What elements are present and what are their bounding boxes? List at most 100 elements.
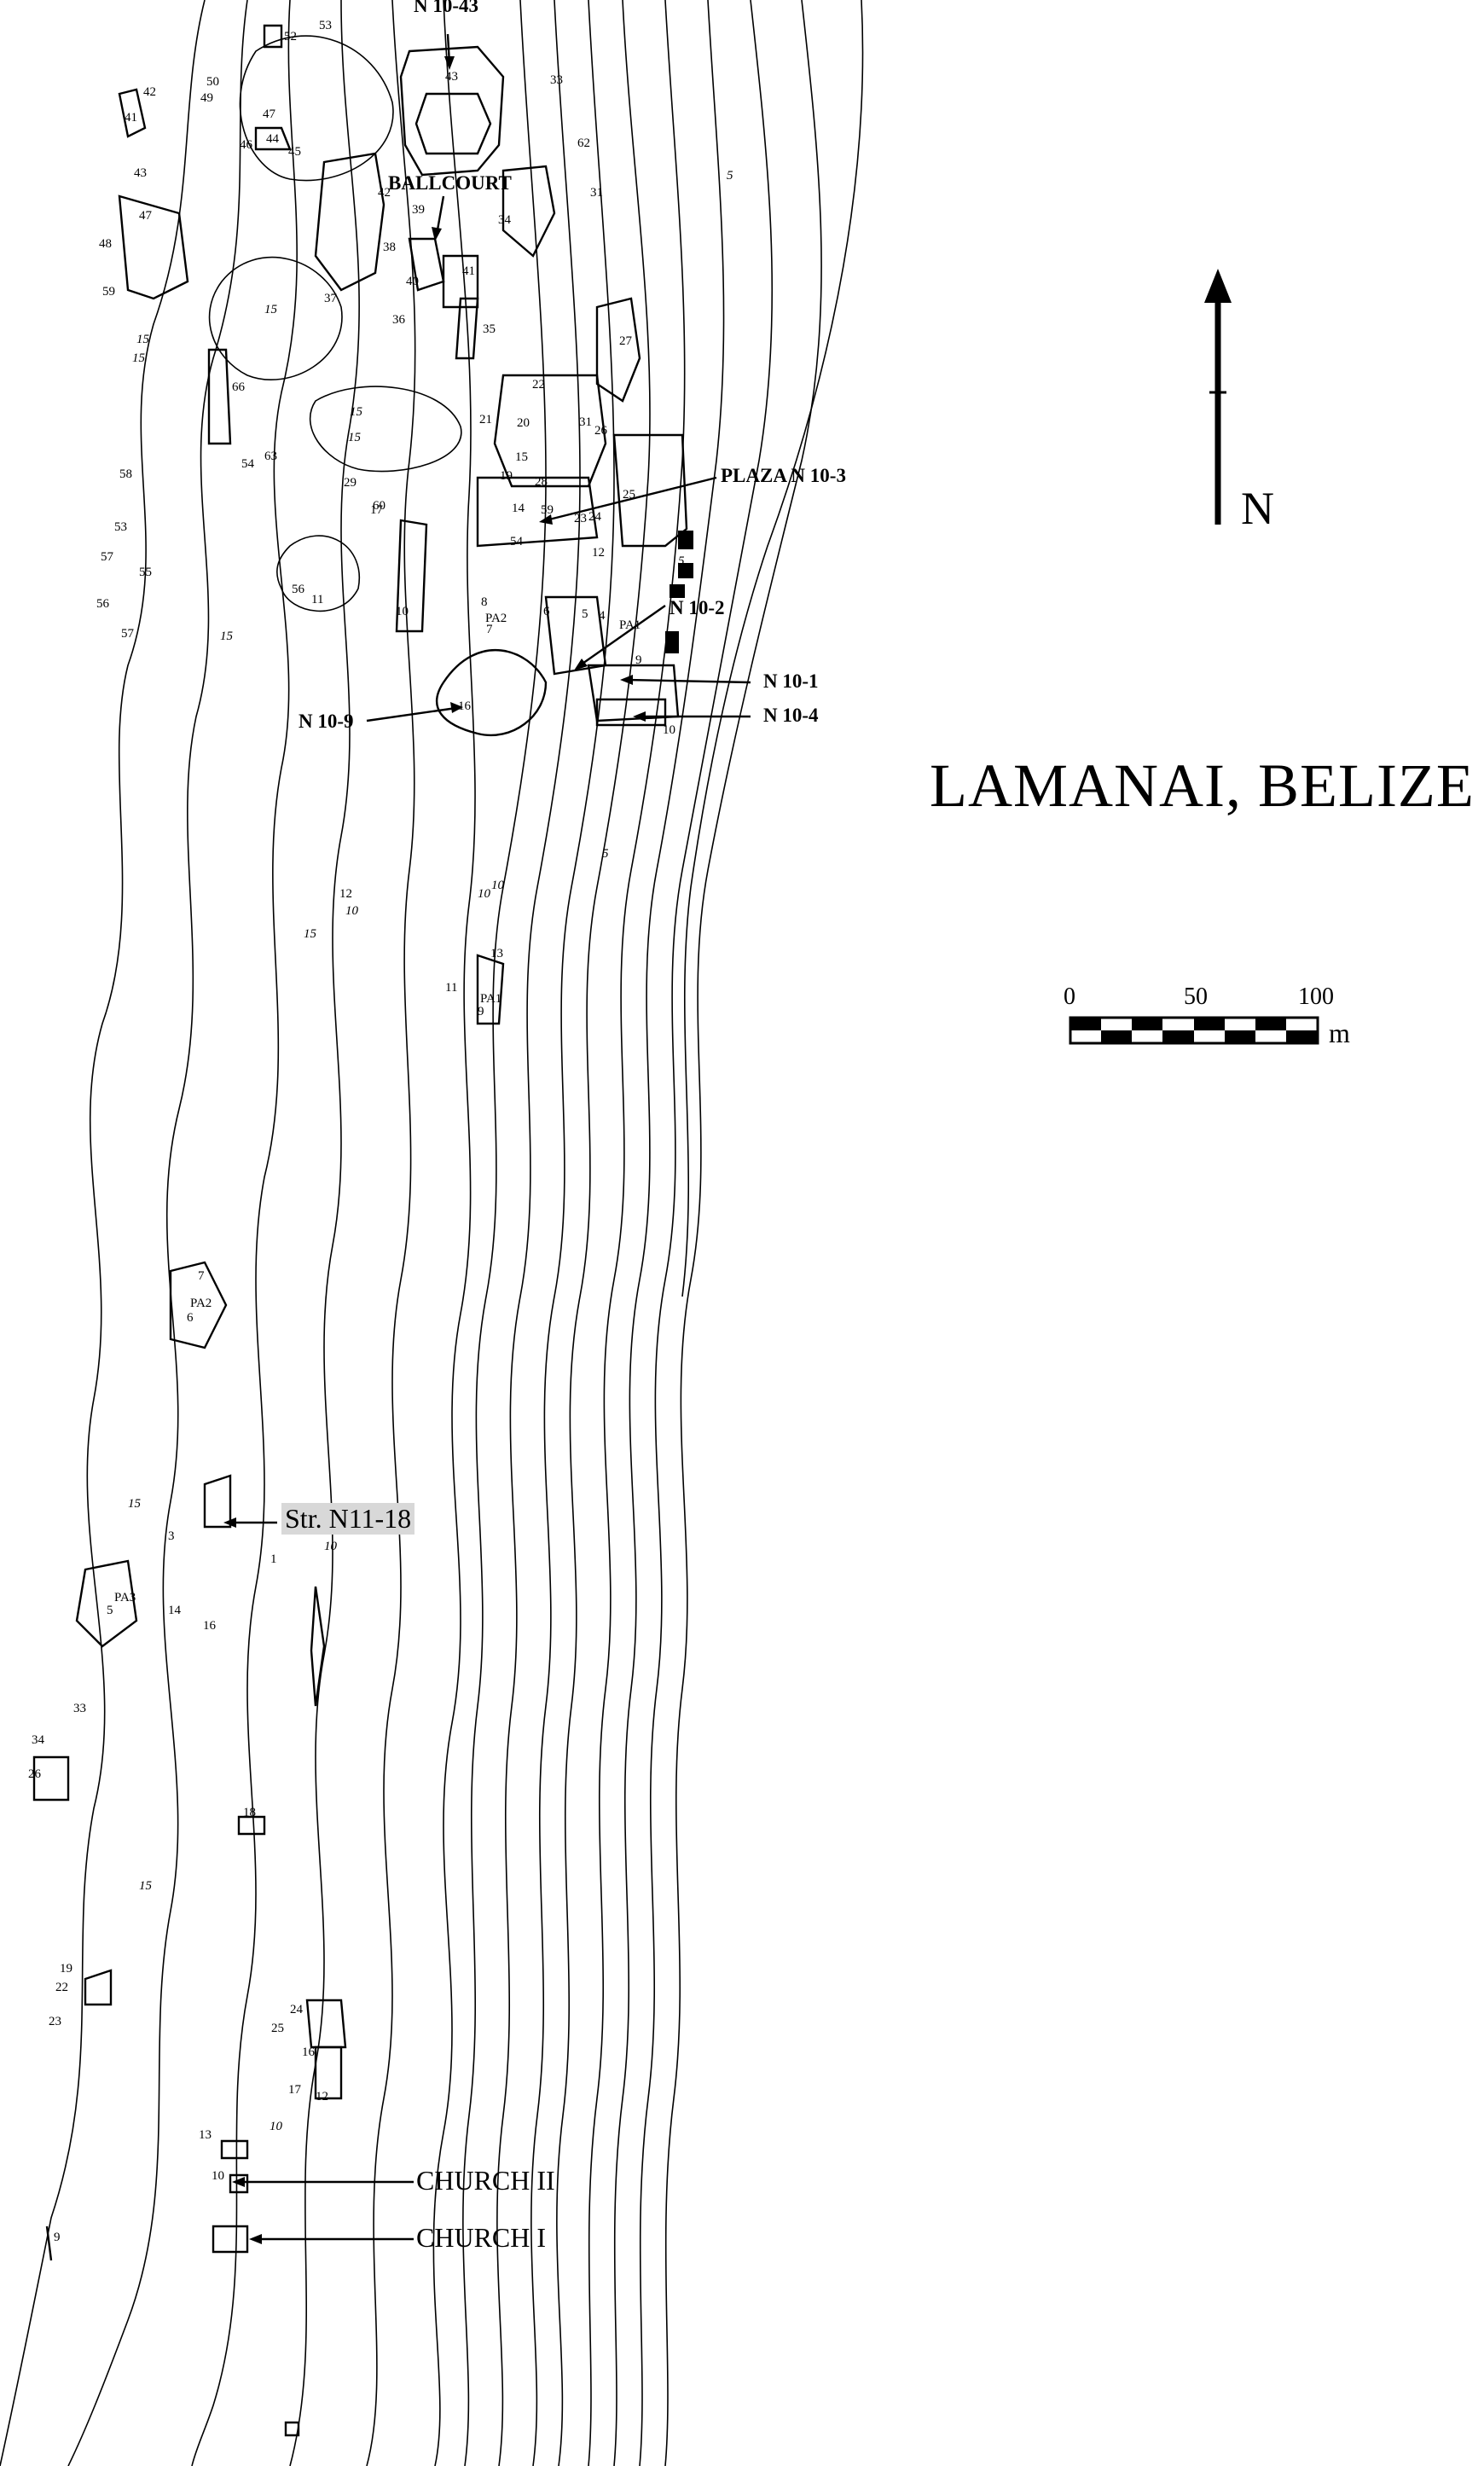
structure-number: 14 <box>512 502 525 515</box>
structure-number: 63 <box>264 450 277 463</box>
structure-number: 7 <box>486 623 493 636</box>
structure-number: 20 <box>517 416 530 430</box>
structure-number: 31 <box>579 415 592 429</box>
structure-number: 4 <box>599 609 606 623</box>
structure-number: 47 <box>263 107 275 121</box>
structure-number: 62 <box>577 136 590 150</box>
structure-number: 31 <box>590 186 603 200</box>
structure-number: 33 <box>550 73 563 87</box>
structure-number: 9 <box>54 2231 61 2244</box>
contour-number: 5 <box>727 169 733 183</box>
structure-number: 28 <box>535 475 548 489</box>
scale-bar <box>1069 1016 1319 1045</box>
structure-number: 16 <box>302 2045 315 2059</box>
structure-number: 59 <box>102 285 115 299</box>
contour-number: 15 <box>304 927 316 941</box>
scale-unit: m <box>1329 1018 1350 1048</box>
structures <box>32 24 688 2437</box>
structure-number: 16 <box>458 699 471 713</box>
scale-tick-0: 0 <box>1064 983 1075 1010</box>
site-title: LAMANAI, BELIZE <box>930 751 1475 820</box>
contour-number: 10 <box>491 879 504 892</box>
contour-number: 15 <box>136 333 149 346</box>
structure-number: 6 <box>187 1311 194 1325</box>
label-n10-4: N 10-4 <box>763 705 819 726</box>
structure-number: 53 <box>114 520 127 534</box>
contour-number: 10 <box>478 887 490 901</box>
structure-number: 11 <box>445 981 458 995</box>
structure-number: 55 <box>139 566 152 579</box>
contour-lines <box>0 0 864 2466</box>
structure-number: 12 <box>339 887 352 901</box>
structure-number: 19 <box>60 1962 72 1976</box>
structure-number: 38 <box>383 241 396 254</box>
structure-number: 52 <box>284 30 297 44</box>
structure-number: 23 <box>49 2015 61 2028</box>
contour-number: 5 <box>678 554 685 568</box>
structure-number: 12 <box>316 2090 328 2103</box>
structure-number: 17 <box>288 2083 301 2097</box>
structure-number: 45 <box>288 145 301 159</box>
contour-number: 15 <box>128 1497 141 1511</box>
structure-number: 60 <box>373 499 385 513</box>
structure-number: 1 <box>270 1552 277 1566</box>
structure-number: 23 <box>574 512 587 525</box>
structure-number: PA2 <box>485 612 507 625</box>
structure-number: 22 <box>55 1981 68 1994</box>
label-n10-2: N 10-2 <box>670 597 725 618</box>
structure-number: 42 <box>378 186 391 200</box>
structure-number: 33 <box>73 1702 86 1715</box>
structure-number: 54 <box>241 457 254 471</box>
structure-number: 24 <box>290 2003 303 2016</box>
structure-number: 54 <box>510 535 523 548</box>
structure-number: 43 <box>445 70 458 84</box>
structure-number: 42 <box>143 85 156 99</box>
structure-number: 41 <box>462 264 475 278</box>
structure-number: 10 <box>663 723 675 737</box>
structure-number: 9 <box>635 653 642 667</box>
structure-number: 6 <box>543 605 550 618</box>
structure-number: 58 <box>119 467 132 481</box>
structure-number: 9 <box>478 1005 484 1018</box>
label-str-n11-18: Str. N11-18 <box>281 1503 415 1535</box>
contour-number: 5 <box>602 847 609 861</box>
label-church-1: CHURCH I <box>416 2222 547 2253</box>
structure-number: 26 <box>594 424 607 438</box>
structure-number: 43 <box>134 166 147 180</box>
structure-number: 57 <box>101 550 113 564</box>
structure-number: 35 <box>483 322 496 336</box>
structure-number: 3 <box>168 1529 175 1543</box>
contour-number: 15 <box>220 630 233 643</box>
contour-number: 15 <box>132 351 145 365</box>
structure-number: 49 <box>200 91 213 105</box>
pointer-heads <box>223 56 646 2244</box>
structure-number: 16 <box>203 1619 216 1633</box>
structure-number: 19 <box>500 469 513 483</box>
structure-number: PA1 <box>480 992 502 1006</box>
structure-number: PA3 <box>114 1591 136 1604</box>
structure-number: 13 <box>199 2128 212 2142</box>
label-church-2: CHURCH II <box>416 2165 555 2196</box>
contour-number: 10 <box>345 904 358 918</box>
contour-number: 15 <box>350 405 362 419</box>
structure-number: 66 <box>232 380 245 394</box>
contour-number: 10 <box>270 2120 282 2133</box>
structure-number: 25 <box>271 2022 284 2035</box>
label-plaza-n10-3: PLAZA N 10-3 <box>721 465 846 486</box>
structure-number: 53 <box>319 19 332 32</box>
structure-number: 14 <box>168 1604 181 1617</box>
structure-number: 56 <box>292 583 304 596</box>
label-n10-9: N 10-9 <box>299 711 354 732</box>
label-n10-43: N 10-43 <box>414 0 479 16</box>
structure-number: 46 <box>240 138 252 152</box>
structure-number: PA2 <box>190 1297 212 1310</box>
structure-number: 37 <box>324 292 337 305</box>
structure-number: 12 <box>592 546 605 560</box>
contour-number: 15 <box>348 431 361 444</box>
structure-number: 8 <box>481 595 488 609</box>
structure-number: 15 <box>515 450 528 464</box>
structure-number: 29 <box>344 476 357 490</box>
structure-number: 22 <box>532 378 545 392</box>
structure-number: 7 <box>198 1269 205 1283</box>
